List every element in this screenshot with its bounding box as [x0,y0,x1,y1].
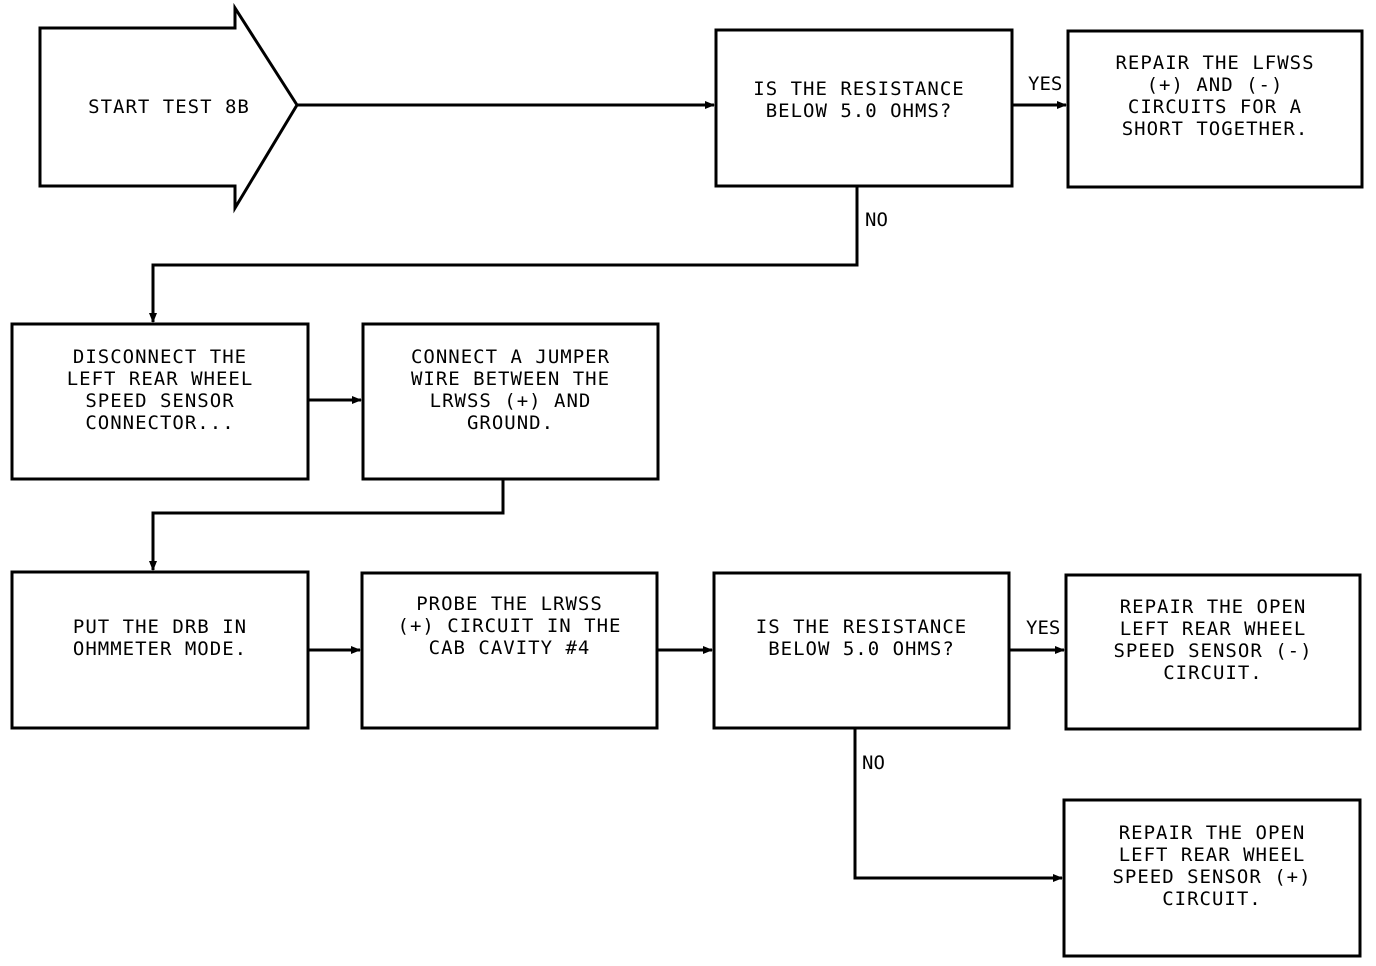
start-label: START TEST 8B [88,96,250,118]
probe-text: PROBE THE LRWSS (+) CIRCUIT IN THE CAB C… [397,593,622,659]
q1-box [714,28,1014,188]
probe-box [360,571,659,730]
jumper-text: CONNECT A JUMPER WIRE BETWEEN THE LRWSS … [410,346,611,434]
q1-text: IS THE RESISTANCE BELOW 5.0 OHMS? [753,78,965,122]
edge-q2-no [853,728,1063,882]
start-arrow-shape [38,2,299,214]
q2-yes-label: YES [1026,617,1061,639]
repair-neg-text: REPAIR THE OPEN LEFT REAR WHEEL SPEED SE… [1113,596,1313,684]
repair-pos-box [1062,798,1362,958]
repair-neg-box [1064,573,1362,731]
edge-q1-no [149,186,859,323]
q1-yes-label: YES [1028,73,1063,95]
disconnect-text: DISCONNECT THE LEFT REAR WHEEL SPEED SEN… [66,346,254,434]
q2-text: IS THE RESISTANCE BELOW 5.0 OHMS? [755,616,968,660]
repair-pos-text: REPAIR THE OPEN LEFT REAR WHEEL SPEED SE… [1112,822,1312,910]
drb-box [10,570,310,730]
disconnect-box [10,322,310,481]
drb-text: PUT THE DRB IN OHMMETER MODE. [72,616,248,660]
edge-jumper-to-drb [149,479,505,571]
q2-box [712,571,1011,730]
q1-no-label: NO [865,209,888,231]
repair-short-box [1066,29,1364,189]
repair-short-text: REPAIR THE LFWSS (+) AND (-) CIRCUITS FO… [1115,52,1315,140]
jumper-box [361,322,660,481]
q2-no-label: NO [862,752,885,774]
